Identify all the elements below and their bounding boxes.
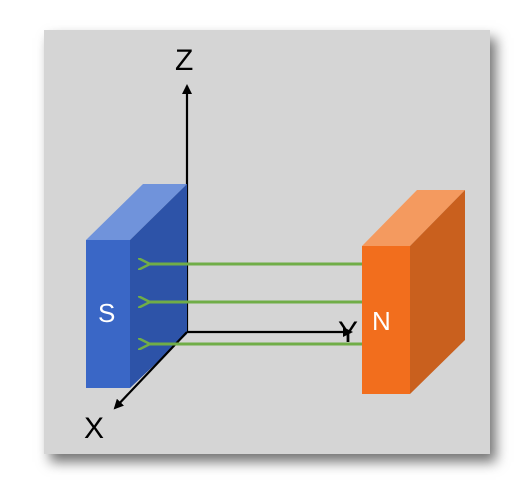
x-axis-label: X [84,412,104,445]
south-magnet-side [130,184,187,388]
north-magnet: N [362,190,465,394]
z-axis-label: Z [175,44,193,77]
north-pole-label: N [372,306,391,336]
y-axis-label: Y [338,316,358,349]
south-magnet-front [86,240,130,388]
north-magnet-top [362,190,465,246]
north-magnet-front [362,246,410,394]
field-lines [148,264,362,344]
south-magnet: S [86,184,187,388]
north-magnet-side [410,190,465,394]
south-pole-label: S [98,298,115,328]
south-magnet-top [86,184,187,240]
